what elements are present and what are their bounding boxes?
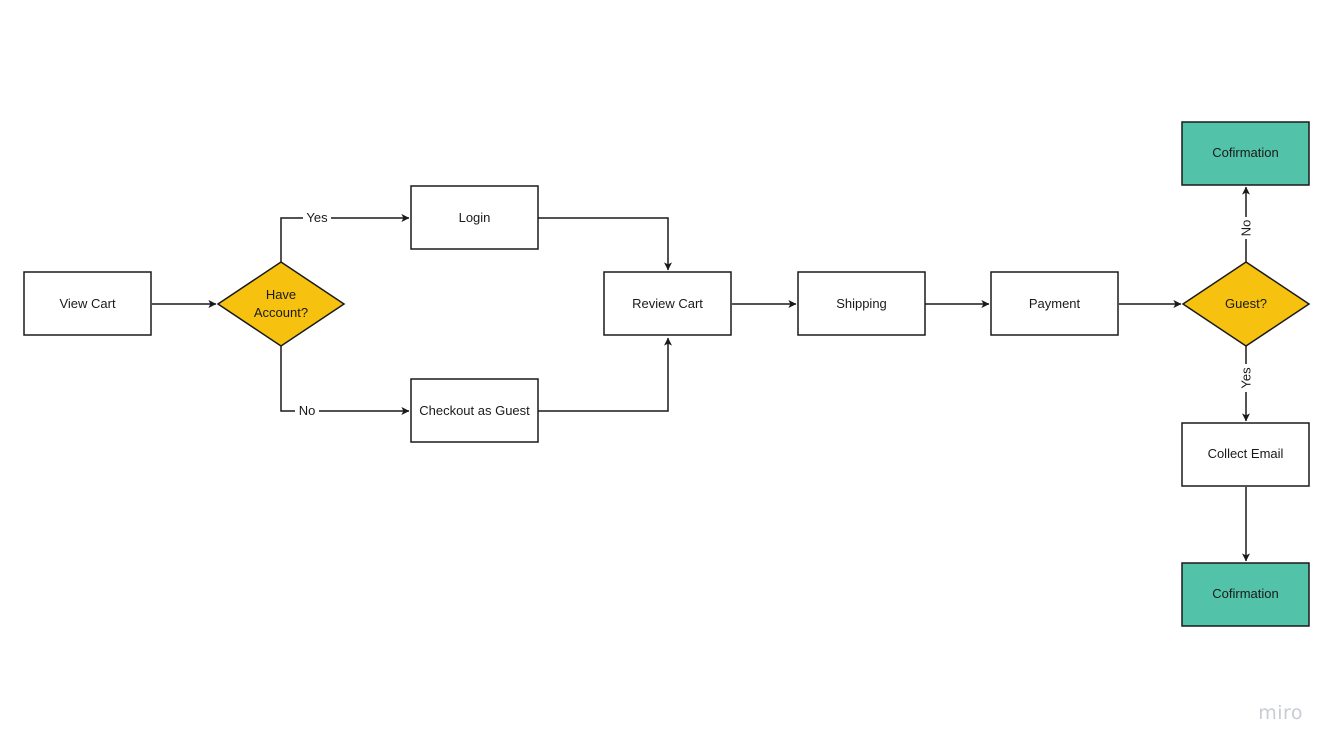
node-checkout-as-guest-label: Checkout as Guest [419, 403, 530, 418]
node-collect-email[interactable]: Collect Email [1181, 422, 1310, 487]
node-payment[interactable]: Payment [990, 271, 1119, 336]
node-have-account-decision[interactable]: Have Account? [216, 261, 346, 347]
svg-text:Yes: Yes [1239, 367, 1254, 389]
edge-have-account-to-login[interactable] [280, 214, 410, 262]
edge-checkout-guest-to-review-cart[interactable] [538, 337, 672, 412]
node-guest-decision[interactable]: Guest? [1181, 261, 1311, 347]
node-shipping[interactable]: Shipping [797, 271, 926, 336]
node-login[interactable]: Login [410, 185, 539, 250]
edge-label-no-confirmation: No [1238, 217, 1254, 239]
node-payment-label: Payment [1029, 296, 1081, 311]
edge-label-yes-collect-email: Yes [1238, 364, 1254, 392]
node-checkout-as-guest[interactable]: Checkout as Guest [410, 378, 539, 443]
edge-label-no-guest-checkout: No [295, 402, 319, 419]
node-review-cart[interactable]: Review Cart [603, 271, 732, 336]
edge-labels: Yes No No Yes [295, 209, 1254, 419]
edge-have-account-to-checkout-guest[interactable] [280, 346, 410, 415]
svg-text:No: No [299, 403, 316, 418]
miro-watermark: miro [1258, 702, 1303, 724]
node-confirmation-top-label: Cofirmation [1212, 145, 1278, 160]
node-confirmation-bottom-label: Cofirmation [1212, 586, 1278, 601]
node-confirmation-bottom[interactable]: Cofirmation [1181, 562, 1310, 627]
node-view-cart-label: View Cart [59, 296, 116, 311]
node-view-cart[interactable]: View Cart [23, 271, 152, 336]
node-review-cart-label: Review Cart [632, 296, 703, 311]
node-login-label: Login [459, 210, 491, 225]
node-shipping-label: Shipping [836, 296, 887, 311]
nodes: View Cart Have Account? Login Checkout a… [23, 121, 1311, 627]
node-collect-email-label: Collect Email [1208, 446, 1284, 461]
edges [152, 186, 1250, 562]
edge-label-yes-login: Yes [303, 209, 331, 226]
node-guest-label: Guest? [1225, 296, 1267, 311]
svg-text:No: No [1239, 220, 1254, 237]
node-have-account-label-line-2: Account? [254, 305, 308, 320]
edge-login-to-review-cart[interactable] [538, 217, 672, 271]
node-confirmation-top[interactable]: Cofirmation [1181, 121, 1310, 186]
svg-text:Yes: Yes [306, 210, 328, 225]
node-have-account-label-line-1: Have [266, 287, 296, 302]
